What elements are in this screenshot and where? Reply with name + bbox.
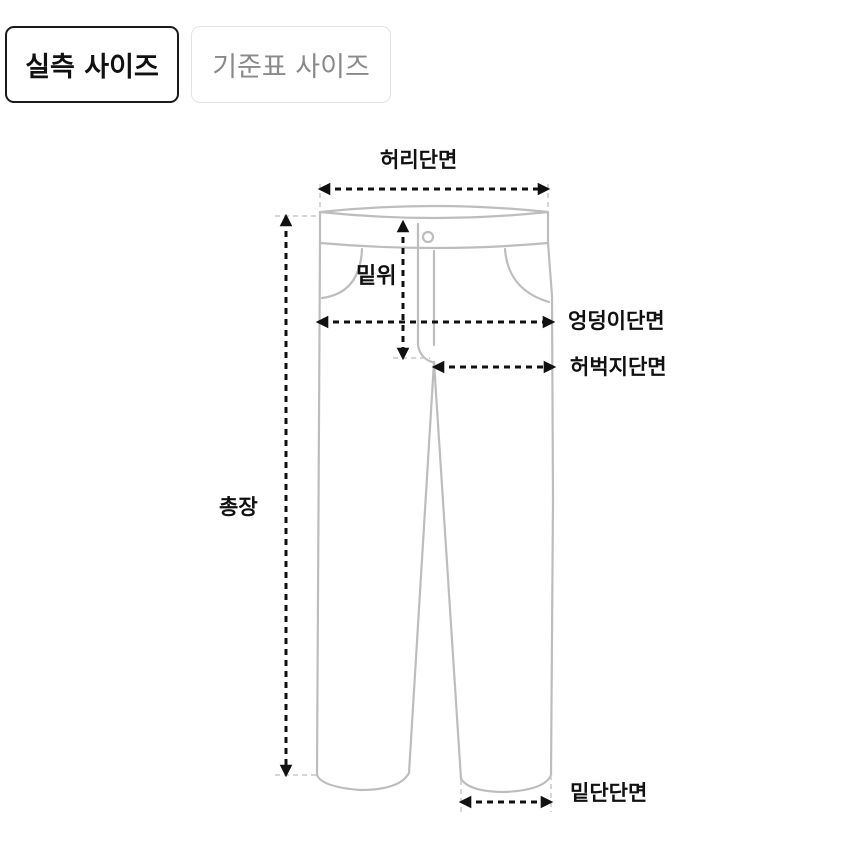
size-tab-bar: 실측 사이즈 기준표 사이즈 bbox=[5, 26, 391, 103]
tab-actual-size[interactable]: 실측 사이즈 bbox=[5, 26, 179, 103]
thigh-label: 허벅지단면 bbox=[570, 355, 667, 379]
rise-label: 밑위 bbox=[356, 264, 397, 289]
measurement-arrows bbox=[279, 182, 557, 809]
hip-label: 엉덩이단면 bbox=[568, 309, 665, 333]
tab-size-chart-label: 기준표 사이즈 bbox=[212, 52, 370, 83]
waist-label: 허리단면 bbox=[380, 148, 458, 172]
total-length-label: 총장 bbox=[219, 495, 258, 519]
pants-outline bbox=[315, 204, 555, 794]
hem-label: 밑단단면 bbox=[570, 781, 648, 805]
tab-actual-size-label: 실측 사이즈 bbox=[25, 52, 159, 83]
tab-size-chart[interactable]: 기준표 사이즈 bbox=[191, 26, 391, 103]
